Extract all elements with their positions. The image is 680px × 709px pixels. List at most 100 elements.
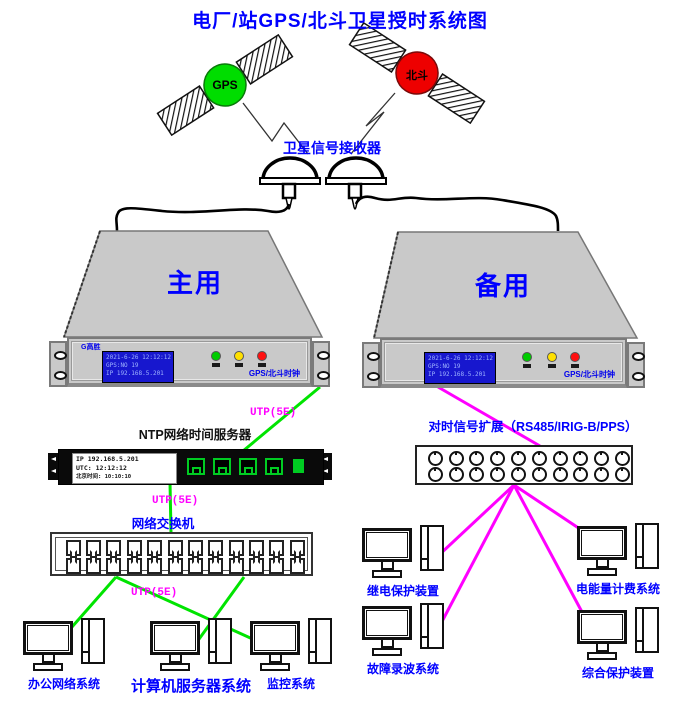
- rj45-port-icon: [65, 556, 81, 574]
- system-fault-label: 故障录波系统: [366, 662, 439, 676]
- rj45-port-icon: [289, 556, 305, 574]
- computer-icon: [250, 618, 332, 671]
- rj45-port-icon: [187, 540, 203, 558]
- beidou-satellite-icon: [348, 21, 486, 125]
- backup-led-green: [522, 352, 532, 368]
- rj45-port-icon: [213, 458, 231, 475]
- system-billing: 电能量计费系统: [568, 523, 668, 597]
- rj45-port-icon: [147, 540, 163, 558]
- computer-icon: [577, 523, 659, 576]
- din-connector-icon: [490, 467, 506, 482]
- primary-led-green: [211, 351, 221, 367]
- din-connector-icon: [594, 451, 610, 466]
- system-office: 办公网络系统: [14, 618, 114, 692]
- computer-icon: [362, 603, 444, 656]
- din-connector-icon: [594, 467, 610, 482]
- backup-led-red: [570, 352, 580, 368]
- system-monitor: 监控系统: [245, 618, 337, 692]
- system-server-label: 计算机服务器系统: [130, 678, 251, 695]
- beidou-satellite-label: 北斗: [406, 70, 428, 82]
- din-connector-icon: [511, 467, 527, 482]
- primary-lcd-display: 2021-6-26 12:12:12 GPS:NO 19 IP 192.168.…: [102, 351, 174, 383]
- gps-satellite-label: GPS: [212, 78, 238, 92]
- computer-icon: [23, 618, 105, 671]
- expansion-connector-row-2: [425, 467, 633, 485]
- rj45-port-icon: [228, 556, 244, 574]
- expansion-box: [415, 445, 633, 485]
- rj45-port-icon: [106, 540, 122, 558]
- computer-icon: [362, 525, 444, 578]
- backup-panel-frame: [384, 342, 623, 382]
- antenna-left-icon: [259, 156, 321, 210]
- primary-panel-frame: [71, 341, 308, 381]
- gps-satellite-icon: [156, 33, 294, 137]
- cable-right: [354, 195, 560, 232]
- system-monitor-label: 监控系统: [266, 677, 315, 691]
- primary-brand-logo: G高胜: [81, 344, 101, 351]
- gps-signal-zigzag: [242, 102, 309, 155]
- expansion-connector-row-1: [425, 451, 633, 469]
- rj45-port-icon: [239, 458, 257, 475]
- rj45-port-icon: [249, 556, 265, 574]
- din-connector-icon: [614, 467, 630, 482]
- system-fault: 故障录波系统: [358, 603, 448, 677]
- din-connector-icon: [511, 451, 527, 466]
- primary-type-label: GPS/北斗时钟: [248, 369, 300, 378]
- primary-led-red: [257, 351, 267, 367]
- utp-label-switch: UTP(5E): [152, 495, 199, 507]
- din-connector-icon: [573, 467, 589, 482]
- beidou-signal-zigzag: [350, 92, 396, 155]
- rj45-port-icon: [265, 458, 283, 475]
- switch-label: 网络交换机: [131, 517, 195, 531]
- system-relay: 继电保护装置: [358, 525, 448, 599]
- rj45-port-icon: [187, 556, 203, 574]
- backup-right-ear: [627, 342, 645, 388]
- expansion-label: 对时信号扩展（RS485/IRIG-B/PPS）: [428, 420, 638, 434]
- receiver-label: 卫星信号接收器: [283, 140, 381, 156]
- primary-left-ear: [49, 341, 67, 387]
- antenna-right-icon: [325, 156, 387, 210]
- ntp-left-tab: [48, 453, 60, 480]
- din-connector-icon: [490, 451, 506, 466]
- rj45-port-icon: [65, 540, 81, 558]
- rj45-port-icon: [126, 556, 142, 574]
- ntp-green-module: [293, 459, 304, 473]
- system-protection: 综合保护装置: [568, 607, 668, 681]
- page-title: 电厂/站GPS/北斗卫星授时系统图: [192, 11, 488, 32]
- primary-led-yellow: [234, 351, 244, 367]
- rj45-port-icon: [126, 540, 142, 558]
- din-connector-icon: [427, 467, 443, 482]
- din-connector-icon: [448, 451, 464, 466]
- switch-port-row-1: [63, 540, 308, 558]
- din-connector-icon: [614, 451, 630, 466]
- din-connector-icon: [552, 451, 568, 466]
- utp-label-primary: UTP(5E): [250, 407, 297, 419]
- din-connector-icon: [469, 451, 485, 466]
- din-connector-icon: [531, 467, 547, 482]
- primary-clock-front-panel: G高胜 2021-6-26 12:12:12 GPS:NO 19 IP 192.…: [67, 337, 312, 387]
- rj45-port-icon: [228, 540, 244, 558]
- backup-clock-front-panel: 2021-6-26 12:12:12 GPS:NO 19 IP 192.168.…: [380, 338, 627, 388]
- system-protection-label: 综合保护装置: [581, 666, 654, 680]
- backup-left-ear: [362, 342, 380, 388]
- computer-icon: [150, 618, 232, 671]
- din-connector-icon: [531, 451, 547, 466]
- ntp-server-box: IP 192.168.5.201 UTC: 12:12:12 北京时间: 10:…: [58, 449, 324, 485]
- system-office-label: 办公网络系统: [27, 677, 100, 691]
- primary-clock-name: 主用: [166, 268, 223, 298]
- rj45-port-icon: [269, 556, 285, 574]
- ntp-port-row: [187, 458, 291, 476]
- din-connector-icon: [427, 451, 443, 466]
- rj45-port-icon: [86, 556, 102, 574]
- utp-label-lan: UTP(5E): [131, 587, 178, 599]
- system-billing-label: 电能量计费系统: [575, 582, 660, 596]
- rj45-port-icon: [269, 540, 285, 558]
- din-connector-icon: [469, 467, 485, 482]
- switch-box: [50, 532, 313, 576]
- din-connector-icon: [448, 467, 464, 482]
- computer-icon: [577, 607, 659, 660]
- din-connector-icon: [552, 467, 568, 482]
- rj45-port-icon: [147, 556, 163, 574]
- rj45-port-icon: [187, 458, 205, 475]
